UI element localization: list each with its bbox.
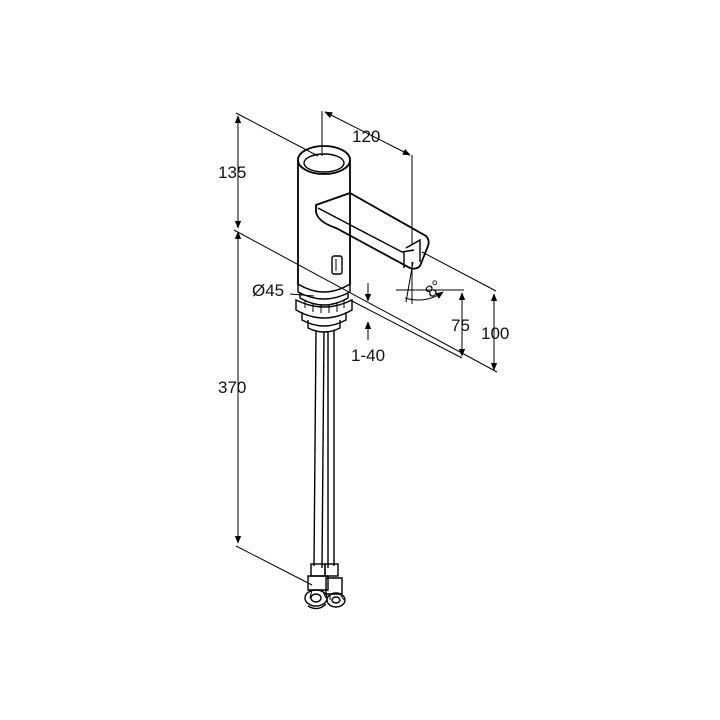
- spout-tip-face: [405, 238, 421, 262]
- mounting-flange: [295, 298, 353, 319]
- dim-label-angle: 8°: [422, 276, 447, 301]
- supply-hose-left: [313, 329, 325, 569]
- dim-line-120: [324, 111, 411, 156]
- angle-arc: [404, 291, 444, 301]
- mounting-nut: [301, 312, 347, 327]
- column-top-cap: [297, 145, 351, 175]
- base-ring-1: [297, 284, 351, 300]
- connector-right-bore: [331, 596, 341, 604]
- connector-right-end: [326, 592, 346, 608]
- sensor-window: [331, 255, 343, 275]
- diameter-leader: [289, 293, 315, 297]
- dim-label-1-40: 1-40: [351, 346, 385, 365]
- column-bottom-edge: [297, 283, 351, 293]
- supply-hose-right: [327, 330, 335, 568]
- dim-label-120: 120: [352, 127, 380, 146]
- faucet-body: [295, 145, 430, 610]
- hose-connectors: [304, 563, 346, 610]
- connector-left-collar: [310, 563, 326, 577]
- dim-label-370: 370: [218, 378, 246, 397]
- connector-edges: [309, 589, 345, 601]
- dim-label-75: 75: [451, 316, 470, 335]
- ext-line-100-top: [421, 251, 497, 292]
- base-ring-2: [299, 292, 349, 306]
- spout-top-ridge: [317, 207, 415, 253]
- connector-right-collar: [324, 563, 339, 577]
- flange-threads: [304, 300, 345, 313]
- ext-line-bottom: [235, 545, 313, 586]
- dimension-labels: 135 120 Ø45 8° 75 100 1-40 370: [218, 127, 509, 397]
- column-top-button: [303, 153, 345, 173]
- dim-label-100: 100: [481, 324, 509, 343]
- connector-left-nut: [307, 575, 329, 591]
- connector-left-bore: [310, 593, 322, 603]
- dim-label-135: 135: [218, 163, 246, 182]
- ext-line-75-bottom: [349, 299, 463, 359]
- dimension-lines: [233, 111, 498, 586]
- ext-line-top: [235, 112, 319, 157]
- dim-label-diameter: Ø45: [252, 281, 284, 300]
- spout-outline: [315, 192, 430, 270]
- connector-bottom: [307, 603, 327, 610]
